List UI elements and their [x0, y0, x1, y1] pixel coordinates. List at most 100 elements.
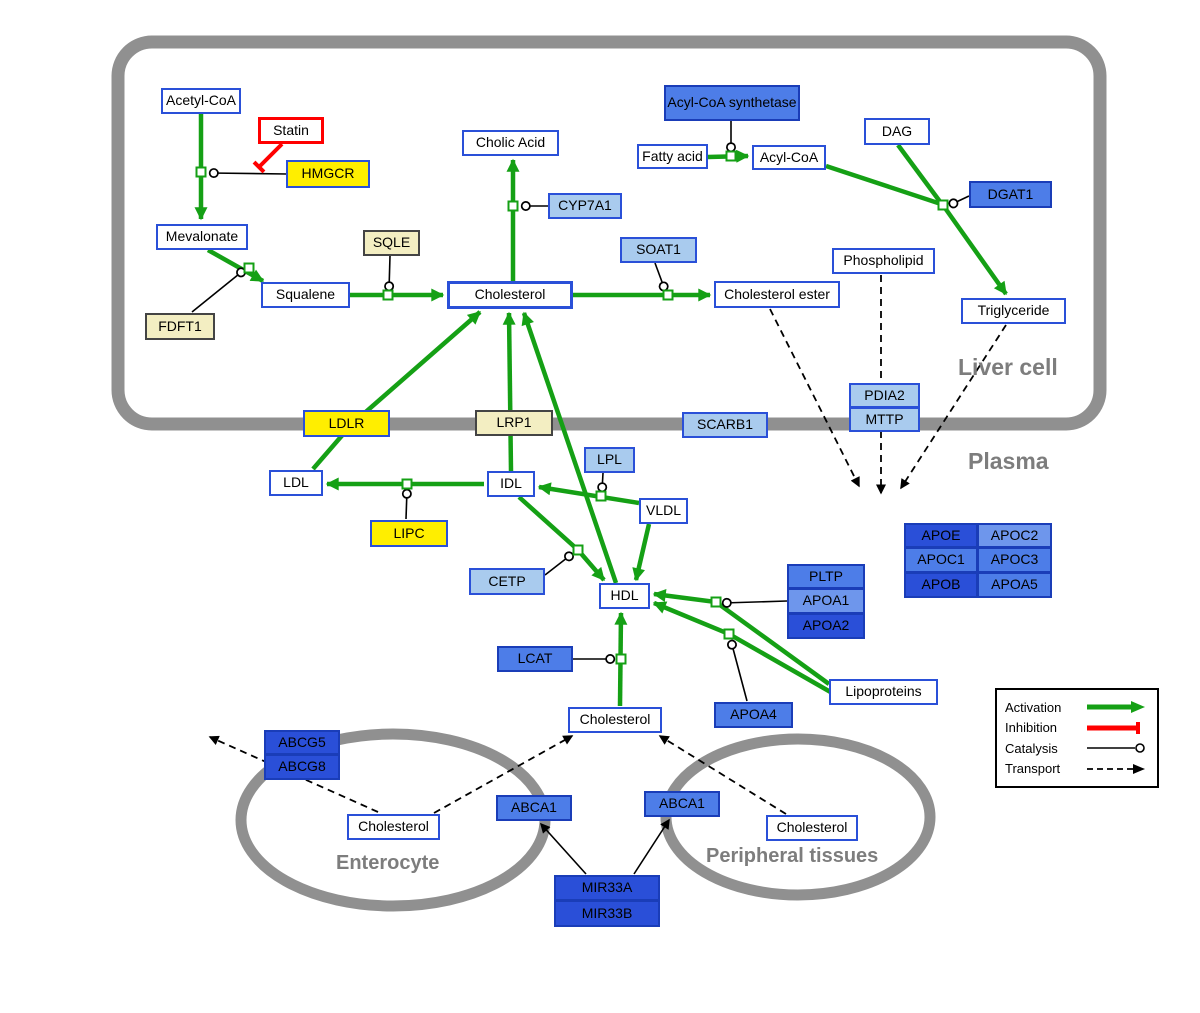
- node-pltp[interactable]: PLTP: [787, 564, 865, 589]
- node-dgat1[interactable]: DGAT1: [969, 181, 1052, 208]
- node-lipoproteins[interactable]: Lipoproteins: [829, 679, 938, 705]
- node-lpl[interactable]: LPL: [584, 447, 635, 473]
- node-ldl[interactable]: LDL: [269, 470, 323, 496]
- node-hmgcr[interactable]: HMGCR: [286, 160, 370, 188]
- node-vldl[interactable]: VLDL: [639, 498, 688, 524]
- node-abca1_per[interactable]: ABCA1: [644, 791, 720, 817]
- node-triglyceride[interactable]: Triglyceride: [961, 298, 1066, 324]
- node-soat1[interactable]: SOAT1: [620, 237, 697, 263]
- node-dag[interactable]: DAG: [864, 118, 930, 145]
- node-apoe[interactable]: APOE: [904, 523, 978, 548]
- node-apoa5[interactable]: APOA5: [977, 572, 1052, 598]
- reaction-node: [937, 199, 949, 211]
- node-apoa2[interactable]: APOA2: [787, 613, 865, 639]
- edge-activation: [521, 311, 619, 584]
- reaction-node: [662, 289, 674, 301]
- edge-activation: [311, 310, 482, 471]
- edge-activation: [896, 143, 943, 205]
- node-chol_plasma[interactable]: Cholesterol: [568, 707, 662, 733]
- edge-transport: [433, 735, 574, 814]
- node-apoc2[interactable]: APOC2: [977, 523, 1052, 548]
- legend-item-label: Inhibition: [1005, 720, 1058, 736]
- reaction-node: [710, 596, 722, 608]
- node-lcat[interactable]: LCAT: [497, 646, 573, 672]
- edge-catalysis: [544, 551, 574, 576]
- transport-symbol: [1087, 763, 1145, 774]
- node-fatty_acid[interactable]: Fatty acid: [637, 144, 708, 169]
- node-abca1_ent[interactable]: ABCA1: [496, 795, 572, 821]
- node-fdft1[interactable]: FDFT1: [145, 313, 215, 340]
- edge-activation: [502, 311, 516, 472]
- peripheral-tissues-outline: [660, 733, 936, 901]
- peripheral-label: Peripheral tissues: [706, 845, 879, 867]
- reaction-node: [195, 166, 207, 178]
- node-apoc1[interactable]: APOC1: [904, 547, 978, 573]
- node-cyp7a1[interactable]: CYP7A1: [548, 193, 622, 219]
- node-apoc3[interactable]: APOC3: [977, 547, 1052, 573]
- edge-regulation: [633, 818, 670, 875]
- reaction-node: [615, 653, 627, 665]
- reaction-node: [382, 289, 394, 301]
- reaction-node: [243, 262, 255, 274]
- reaction-node: [507, 200, 519, 212]
- node-phospholipid[interactable]: Phospholipid: [832, 248, 935, 274]
- edge-catalysis: [597, 472, 608, 493]
- node-abcg5[interactable]: ABCG5: [264, 730, 340, 755]
- edge-activation: [825, 163, 942, 207]
- node-mevalonate[interactable]: Mevalonate: [156, 224, 248, 250]
- edge-inhibition: [252, 142, 284, 174]
- legend-item-label: Catalysis: [1005, 740, 1058, 756]
- node-cetp[interactable]: CETP: [469, 568, 545, 595]
- edge-transport: [208, 735, 379, 813]
- node-hdl[interactable]: HDL: [599, 583, 650, 609]
- edge-catalysis: [191, 267, 247, 313]
- edge-transport: [658, 735, 787, 815]
- enterocyte-label: Enterocyte: [336, 852, 440, 874]
- liver-cell-outline: [111, 35, 1107, 431]
- edge-activation: [537, 482, 640, 506]
- edge-catalysis: [208, 168, 288, 179]
- node-sqle[interactable]: SQLE: [363, 230, 420, 256]
- node-acyl_coa_syn[interactable]: Acyl-CoA synthetase: [664, 85, 800, 121]
- reaction-node: [725, 150, 737, 162]
- node-mttp[interactable]: MTTP: [849, 407, 920, 432]
- reaction-node: [401, 478, 413, 490]
- node-chol_ester[interactable]: Cholesterol ester: [714, 281, 840, 308]
- node-idl[interactable]: IDL: [487, 471, 535, 497]
- node-chol_per[interactable]: Cholesterol: [766, 815, 858, 841]
- node-mir33b[interactable]: MIR33B: [554, 900, 660, 927]
- node-lipc[interactable]: LIPC: [370, 520, 448, 547]
- reaction-nodes-layer: [195, 150, 949, 665]
- node-pdia2[interactable]: PDIA2: [849, 383, 920, 408]
- node-apoa1[interactable]: APOA1: [787, 588, 865, 614]
- node-apoa4[interactable]: APOA4: [714, 702, 793, 728]
- node-abcg8[interactable]: ABCG8: [264, 754, 340, 780]
- edge-regulation: [539, 822, 587, 875]
- inhibition-symbol: [1087, 721, 1140, 734]
- edge-activation: [206, 248, 265, 283]
- node-lrp1[interactable]: LRP1: [475, 410, 553, 436]
- legend-item-label: Transport: [1005, 761, 1061, 777]
- node-chol_liver[interactable]: Cholesterol: [447, 281, 573, 309]
- node-apob[interactable]: APOB: [904, 572, 978, 598]
- legend-item-label: Activation: [1005, 699, 1062, 715]
- edge-catalysis: [384, 255, 395, 292]
- node-statin[interactable]: Statin: [258, 117, 324, 144]
- catalysis-symbol: [1087, 743, 1145, 754]
- node-acyl_coa[interactable]: Acyl-CoA: [752, 145, 826, 170]
- node-chol_ent[interactable]: Cholesterol: [347, 814, 440, 840]
- legend-item-transport: Transport: [1005, 759, 1149, 779]
- edge-transport: [769, 308, 860, 488]
- node-scarb1[interactable]: SCARB1: [682, 412, 768, 438]
- node-squalene[interactable]: Squalene: [261, 282, 350, 308]
- node-cholic_acid[interactable]: Cholic Acid: [462, 130, 559, 156]
- node-ldlr[interactable]: LDLR: [303, 410, 390, 437]
- legend-item-activation: Activation: [1005, 697, 1149, 717]
- node-acetyl_coa[interactable]: Acetyl-CoA: [161, 88, 241, 114]
- node-mir33a[interactable]: MIR33A: [554, 875, 660, 901]
- legend-item-inhibition: Inhibition: [1005, 718, 1149, 738]
- reaction-node: [572, 544, 584, 556]
